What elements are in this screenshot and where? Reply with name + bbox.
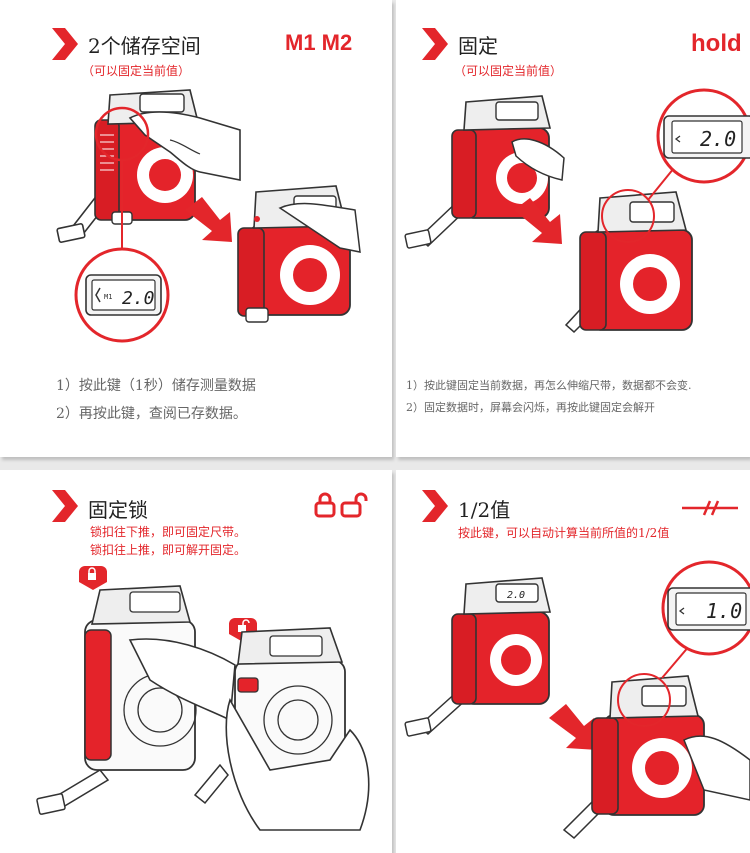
display-value: 2.0 — [700, 127, 736, 151]
half-value-icon — [682, 500, 738, 516]
tape-measure-icon — [36, 585, 236, 815]
half-subtitle: 按此键，可以自动计算当前所值的1/2值 — [458, 526, 670, 540]
memory-subtitle: （可以固定当前值） — [82, 64, 191, 78]
memory-step-2: 2）再按此键，查阅已存数据。 — [56, 406, 247, 422]
lock-status-icons — [314, 492, 368, 518]
half-title: 1/2值 — [458, 498, 511, 522]
hold-panel: 固定 （可以固定当前值） hold — [396, 0, 750, 457]
display-value: 2.0 — [122, 288, 155, 309]
lock-line-1: 锁扣往下推，即可固定尺带。 — [90, 525, 247, 539]
lock-panel: 固定锁 锁扣往下推，即可固定尺带。 锁扣往上推，即可解开固定。 — [0, 470, 392, 853]
hold-title: 固定 — [458, 34, 498, 58]
chevron-right-icon — [422, 490, 448, 522]
tape-measure-icon — [193, 627, 370, 831]
tape-measure-icon — [404, 95, 565, 249]
arrow-down-right-icon — [549, 704, 598, 750]
lock-closed-icon — [314, 492, 336, 518]
zoomed-display: 2.0 — [656, 88, 750, 184]
lock-open-icon — [340, 492, 368, 518]
hold-subtitle: （可以固定当前值） — [454, 64, 563, 78]
hold-tag: hold — [691, 30, 742, 57]
tape-measure-icon — [564, 189, 693, 334]
tape-measure-icon — [237, 185, 361, 323]
display-value: 1.0 — [706, 599, 742, 623]
memory-title: 2个储存空间 — [88, 34, 201, 58]
lock-title: 固定锁 — [88, 498, 148, 522]
hand-icon — [683, 735, 750, 801]
memory-illustration: M1 2.0 — [56, 89, 361, 343]
tape-measure-icon — [94, 89, 200, 225]
hold-step-2: 2）固定数据时，屏幕会闪烁，再按此键固定会解开 — [406, 401, 655, 414]
display-unit: M1 — [104, 293, 112, 301]
arrow-down-right-icon — [185, 197, 232, 242]
memory-panel: 2个储存空间 （可以固定当前值） M1 M2 — [0, 0, 392, 457]
tape-measure-icon — [562, 673, 750, 840]
lock-line-2: 锁扣往上推，即可解开固定。 — [90, 543, 247, 557]
arrow-down-right-icon — [514, 198, 562, 244]
half-panel: 1/2值 按此键，可以自动计算当前所值的1/2值 2.0 — [396, 470, 750, 853]
memory-tag: M1 M2 — [285, 30, 353, 55]
half-illustration: 2.0 1.0 — [404, 560, 750, 840]
magnify-icon — [94, 106, 150, 255]
tape-measure-icon: 2.0 — [404, 577, 552, 737]
hold-illustration: 2.0 — [404, 88, 750, 334]
chevron-right-icon — [422, 28, 448, 60]
lock-closed-icon — [79, 566, 107, 590]
hold-step-1: 1）按此键固定当前数据，再怎么伸缩尺带，数据都不会变. — [406, 379, 692, 392]
display-value-small: 2.0 — [507, 590, 525, 601]
hand-icon — [225, 698, 370, 831]
chevron-right-icon — [52, 28, 78, 60]
memory-step-1: 1）按此键（1秒）储存测量数据 — [56, 378, 256, 394]
lock-illustration — [36, 566, 370, 831]
chevron-right-icon — [52, 490, 78, 522]
zoomed-display: M1 2.0 — [74, 247, 170, 343]
zoomed-display: 1.0 — [661, 560, 750, 656]
